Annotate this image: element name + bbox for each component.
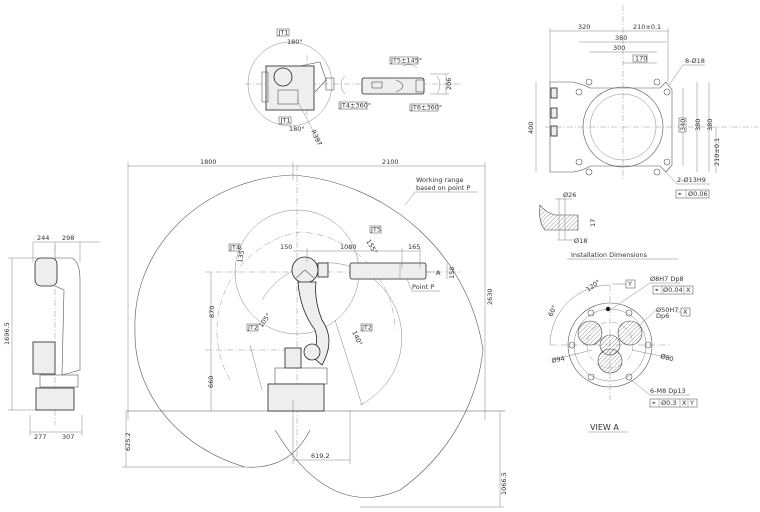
pin-datum-ref: X — [686, 286, 691, 294]
dim-2100: 2100 — [382, 158, 399, 166]
plate-dim-320: 320 — [578, 23, 590, 31]
tapped-datum-y: Y — [689, 399, 694, 407]
plate-holes-label: 8-Ø18 — [685, 57, 705, 65]
dim-1066: 1066.5 — [500, 472, 508, 495]
front-view: 244 298 1696.5 277 307 — [3, 234, 100, 441]
bore-datum-ref: X — [683, 308, 688, 316]
jt1-radius: R397 — [309, 128, 323, 147]
pin-holes-label: 2-Ø13H9 — [677, 176, 706, 184]
installation-dimensions-title: Installation Dimensions — [571, 251, 648, 259]
dim-660: 660 — [207, 376, 215, 388]
jt4-label: JT4 — [229, 244, 240, 252]
pin-tolerance-value: Ø0.04 — [663, 286, 683, 294]
dim-1080: 1080 — [340, 243, 357, 251]
jt2-angle-left: 105° — [257, 312, 273, 329]
working-range-outer — [274, 174, 484, 498]
side-view: 1800 2100 Working range based on point P… — [122, 158, 508, 508]
dim-625: 625.2 — [124, 432, 132, 451]
side-view-robot — [267, 256, 427, 412]
dim-619: 619.2 — [311, 452, 330, 460]
plate-dim-400: 400 — [527, 122, 535, 134]
datum-y: Y — [627, 280, 632, 288]
bore-label: Ø50H7 — [656, 306, 678, 314]
jt5-range-top: JT5±145° — [390, 57, 422, 65]
dim-870: 870 — [208, 306, 216, 318]
angle-120: 120° — [585, 278, 602, 294]
view-a-arrow-label: A — [436, 269, 441, 277]
jt1-angle-bottom: 180° — [289, 125, 305, 133]
bore-depth: Dp6 — [656, 312, 669, 320]
plate-dim-380-v2: 380 — [706, 119, 714, 131]
position-tolerance-icon: ⌖ — [652, 399, 656, 407]
jt4-angle: 135° — [236, 247, 247, 264]
dim-2630: 2630 — [486, 288, 494, 305]
base-plate-view: 320 210±0.1 380 300 170 8-Ø18 400 340 38… — [527, 5, 758, 260]
view-a: 120° 60° Y Ø8H7 Dp8 ⌖ Ø0.04 X Ø50H7 Dp6 … — [547, 275, 698, 433]
plate-dim-210-top: 210±0.1 — [633, 23, 661, 31]
dim-150: 150 — [280, 243, 292, 251]
jt2-label-left: JT2 — [247, 324, 258, 332]
front-dim-307: 307 — [62, 433, 74, 441]
front-dim-277: 277 — [34, 433, 46, 441]
jt5-angle: 155° — [364, 238, 379, 256]
counterbore-diameter: Ø26 — [563, 191, 576, 199]
jt1-label-top: JT1 — [278, 29, 289, 37]
front-dim-height: 1696.5 — [3, 322, 11, 345]
front-dim-244: 244 — [37, 234, 49, 242]
counterbore-depth: 17 — [589, 219, 597, 227]
dim-phi80: Ø80 — [659, 352, 674, 363]
hole-section: Ø26 17 Ø18 — [539, 191, 597, 245]
mounting-holes — [575, 78, 671, 176]
angle-60: 60° — [547, 304, 559, 318]
wrist-width: 206 — [445, 78, 453, 90]
plate-dim-340: 340 — [679, 119, 687, 131]
plate-dim-170: 170 — [635, 55, 647, 63]
dim-phi94: Ø94 — [551, 354, 566, 365]
tapped-holes-label: 6-M8 Dp13 — [650, 387, 686, 395]
hole-diameter: Ø18 — [574, 237, 587, 245]
top-view: JT1 180° JT1 180° R397 JT5±145° JT4±360°… — [245, 29, 460, 147]
plate-dim-210-side: 210±0.1 — [713, 138, 721, 166]
jt2-label-right: JT2 — [361, 324, 372, 332]
plate-dim-380-top: 380 — [615, 34, 627, 42]
top-view-arm — [340, 64, 441, 95]
jt2-angle-right: 140° — [350, 329, 364, 347]
jt1-label-bottom: JT1 — [280, 117, 291, 125]
position-tolerance-icon: ⌖ — [655, 286, 659, 294]
working-range-label-2: based on point P — [416, 184, 470, 192]
front-dim-298: 298 — [62, 234, 74, 242]
pin-hole-label: Ø8H7 Dp8 — [650, 275, 684, 283]
dim-1800: 1800 — [200, 158, 217, 166]
view-a-title: VIEW A — [590, 423, 619, 432]
dim-165: 165 — [408, 243, 420, 251]
pin-tolerance: Ø0.06 — [688, 190, 708, 198]
point-p-label: Point P — [412, 283, 434, 291]
jt6-range-top: JT6±360° — [410, 104, 442, 112]
plate-dim-300: 300 — [613, 44, 625, 52]
plate-dim-380-v1: 380 — [694, 119, 702, 131]
jt1-angle-top: 180° — [287, 38, 303, 46]
tapped-datum-x: X — [682, 399, 687, 407]
working-range-label-1: Working range — [416, 176, 463, 184]
dim-158: 158 — [448, 267, 456, 279]
position-tolerance-icon: ⌖ — [678, 190, 682, 198]
jt5-label: JT5 — [370, 226, 381, 234]
tapped-tolerance-value: Ø0.3 — [661, 399, 676, 407]
working-range-left — [134, 174, 311, 468]
jt4-range-top: JT4±360° — [339, 102, 371, 110]
top-view-robot-base — [261, 61, 335, 111]
